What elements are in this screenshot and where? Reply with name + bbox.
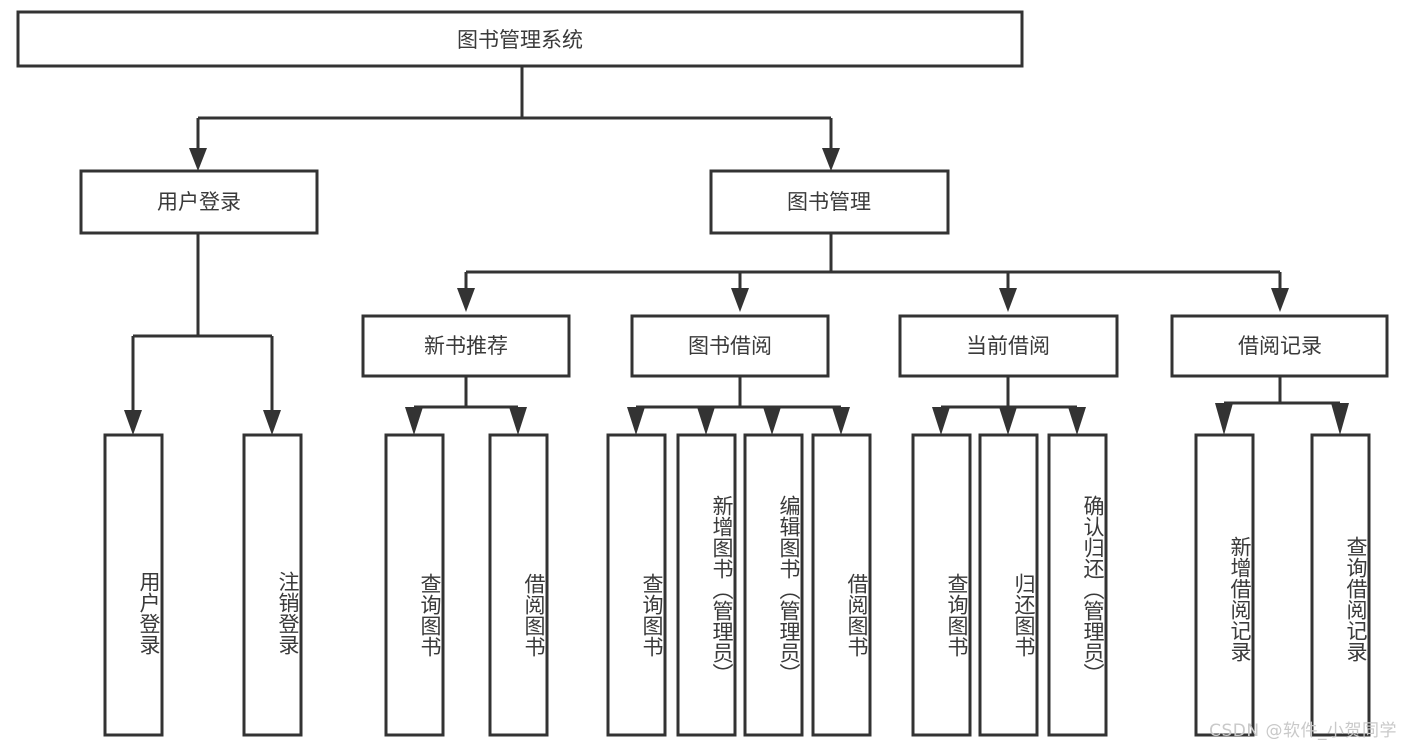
- arrow-head-bookborrow-leaf1: [627, 407, 645, 435]
- arrow-head-borrow-record: [1271, 288, 1289, 312]
- arrow-head-bookborrow-leaf2: [697, 407, 715, 435]
- arrow-head-userlogin-leaf2: [263, 410, 281, 435]
- leaf-box-new-book-2[interactable]: [488, 433, 549, 737]
- arrow-head-userlogin-leaf1: [124, 410, 142, 435]
- leaf-box-current-borrow-1[interactable]: [911, 433, 972, 737]
- leaf-box-book-borrow-4[interactable]: [811, 433, 872, 737]
- arrow-head-book-borrow: [731, 288, 749, 312]
- arrow-head-newbook-leaf2: [509, 407, 527, 435]
- arrow-head-currentborrow-leaf3: [1068, 407, 1086, 435]
- arrow-head-bookborrow-leaf3: [763, 407, 781, 435]
- leaf-box-current-borrow-3[interactable]: [1047, 433, 1108, 737]
- arrow-head-bookborrow-leaf4: [832, 407, 850, 435]
- node-book-management-box[interactable]: [709, 169, 950, 235]
- arrow-head-borrowrecord-leaf2: [1331, 403, 1349, 435]
- watermark-text: CSDN @软件_小贺同学: [1209, 721, 1397, 741]
- label-root: 图书管理系统: [457, 28, 583, 52]
- leaf-box-user-login-2[interactable]: [242, 433, 303, 737]
- arrow-head-bookmgmt: [822, 148, 840, 171]
- node-root-box[interactable]: [16, 10, 1024, 68]
- label-layer: 图书管理系统 用户登录 图书管理 新书推荐 图书借阅 当前借阅 借阅记录: [157, 28, 1322, 358]
- label-book-borrow: 图书借阅: [688, 334, 772, 358]
- label-current-borrow: 当前借阅: [966, 334, 1050, 358]
- node-user-login-box[interactable]: [79, 169, 319, 235]
- node-new-book-recommend-box[interactable]: [361, 314, 571, 378]
- arrow-head-borrowrecord-leaf1: [1215, 403, 1233, 435]
- leaf-box-book-borrow-2[interactable]: [676, 433, 737, 737]
- node-current-borrow-box[interactable]: [898, 314, 1119, 378]
- arrow-head-newbook-leaf1: [405, 407, 423, 435]
- leaf-box-borrow-record-2[interactable]: [1310, 433, 1371, 737]
- label-new-book-recommend: 新书推荐: [424, 334, 508, 358]
- leaf-box-book-borrow-1[interactable]: [606, 433, 667, 737]
- label-user-login: 用户登录: [157, 190, 241, 214]
- leaf-box-book-borrow-3[interactable]: [743, 433, 804, 737]
- node-layer: [16, 10, 1389, 737]
- leaf-box-borrow-record-1[interactable]: [1194, 433, 1255, 737]
- leaf-box-current-borrow-2[interactable]: [978, 433, 1039, 737]
- arrow-head-currentborrow-leaf1: [932, 407, 950, 435]
- leaf-box-new-book-1[interactable]: [384, 433, 445, 737]
- node-book-borrow-box[interactable]: [630, 314, 830, 378]
- label-borrow-record: 借阅记录: [1238, 334, 1322, 358]
- leaf-box-user-login-1[interactable]: [103, 433, 164, 737]
- arrow-head-userlogin: [189, 148, 207, 171]
- arrow-head-new-book: [457, 288, 475, 312]
- label-book-management: 图书管理: [787, 190, 871, 214]
- connector-layer: [124, 66, 1349, 435]
- arrow-head-currentborrow-leaf2: [999, 407, 1017, 435]
- node-borrow-record-box[interactable]: [1170, 314, 1389, 378]
- arrow-head-current-borrow: [999, 288, 1017, 312]
